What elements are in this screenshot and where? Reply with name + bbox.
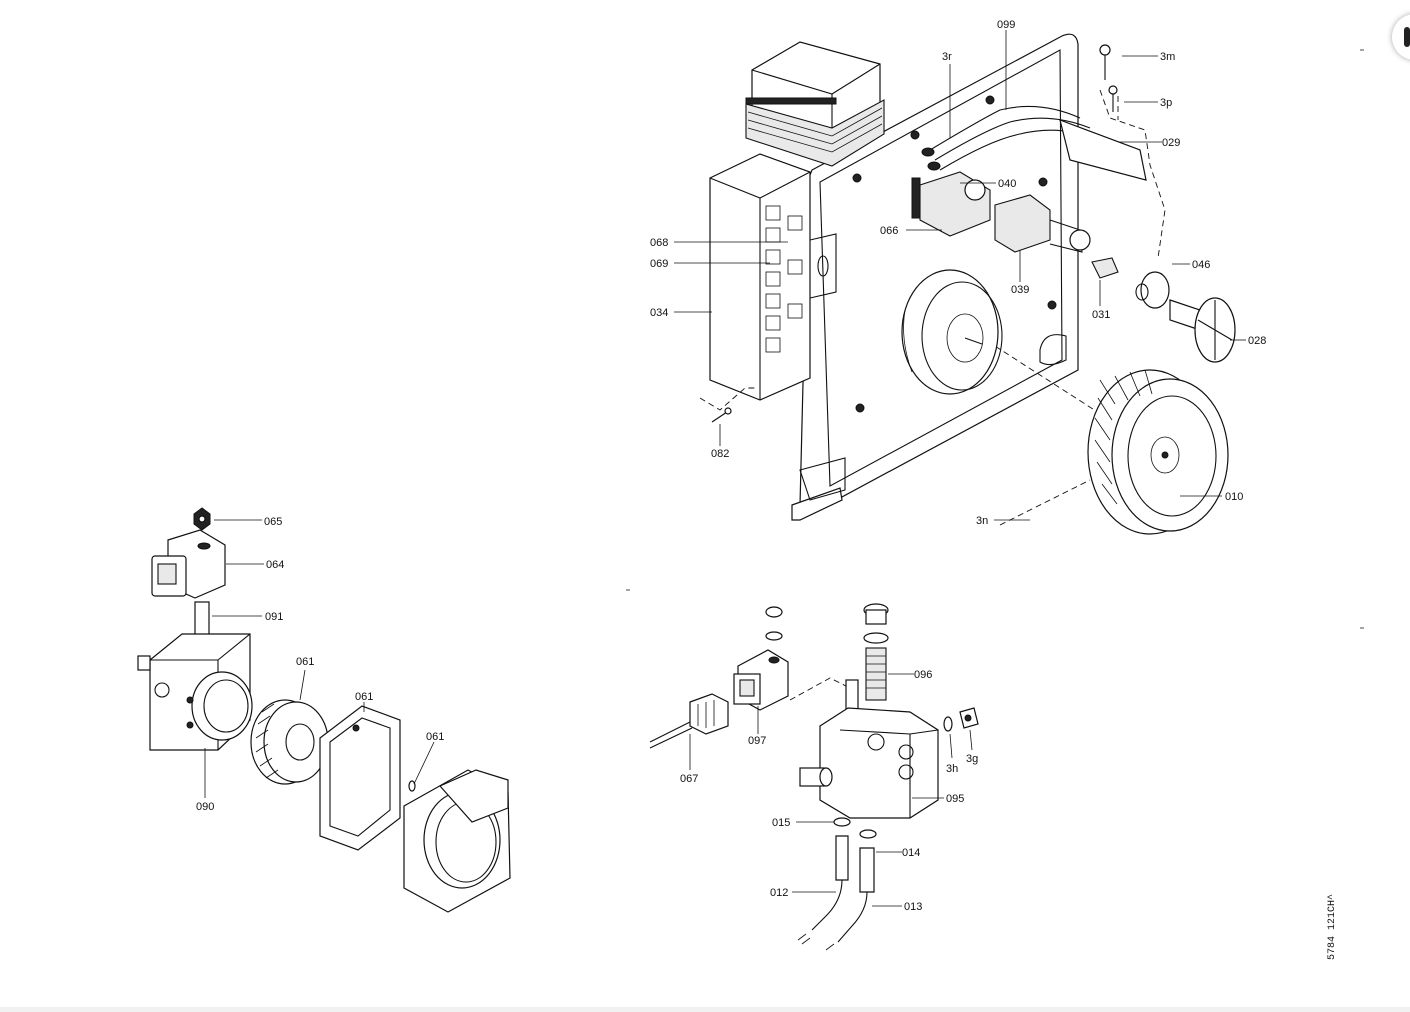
label-099: 099 xyxy=(997,19,1015,31)
label-090: 090 xyxy=(196,801,214,813)
label-061-gasket: 061 xyxy=(355,691,373,703)
label-046: 046 xyxy=(1192,259,1210,271)
label-3h: 3h xyxy=(946,763,958,775)
label-3g: 3g xyxy=(966,753,978,765)
toggle-bar-icon xyxy=(1404,27,1410,47)
label-3p: 3p xyxy=(1160,97,1172,109)
label-012: 012 xyxy=(770,887,788,899)
gear-wheel xyxy=(250,699,329,785)
label-095: 095 xyxy=(946,793,964,805)
pump-solenoid-assembly xyxy=(137,507,511,913)
label-067: 067 xyxy=(680,773,698,785)
label-014: 014 xyxy=(902,847,920,859)
label-061-oring: 061 xyxy=(426,731,444,743)
label-034: 034 xyxy=(650,307,668,319)
part-labels: 099 3r 3m 3p 029 040 066 068 069 034 039… xyxy=(196,19,1338,960)
label-096: 096 xyxy=(914,669,932,681)
label-029: 029 xyxy=(1162,137,1180,149)
label-064: 064 xyxy=(266,559,284,571)
label-069: 069 xyxy=(650,258,668,270)
label-068: 068 xyxy=(650,237,668,249)
air-damper-handwheel xyxy=(1135,271,1236,363)
label-031: 031 xyxy=(1092,309,1110,321)
label-039: 039 xyxy=(1011,284,1029,296)
fan-wheel xyxy=(1087,369,1229,535)
fan-motor xyxy=(901,269,1003,395)
label-3r: 3r xyxy=(942,51,952,63)
label-091: 091 xyxy=(265,611,283,623)
label-066: 066 xyxy=(880,225,898,237)
label-013: 013 xyxy=(904,901,922,913)
label-065: 065 xyxy=(264,516,282,528)
label-3m: 3m xyxy=(1160,51,1175,63)
label-010: 010 xyxy=(1225,491,1243,503)
oil-pump-assembly xyxy=(649,603,979,951)
label-015: 015 xyxy=(772,817,790,829)
bottom-strip xyxy=(0,1007,1410,1012)
drawing-code: 5784 121CH^ xyxy=(1327,894,1338,960)
label-040: 040 xyxy=(998,178,1016,190)
label-097: 097 xyxy=(748,735,766,747)
control-box-slots xyxy=(765,205,803,353)
side-panel-toggle-button[interactable] xyxy=(1392,14,1410,60)
label-3n: 3n xyxy=(976,515,988,527)
label-061-gear: 061 xyxy=(296,656,314,668)
label-028: 028 xyxy=(1248,335,1266,347)
label-082: 082 xyxy=(711,448,729,460)
burner-housing-assembly xyxy=(674,30,1246,535)
